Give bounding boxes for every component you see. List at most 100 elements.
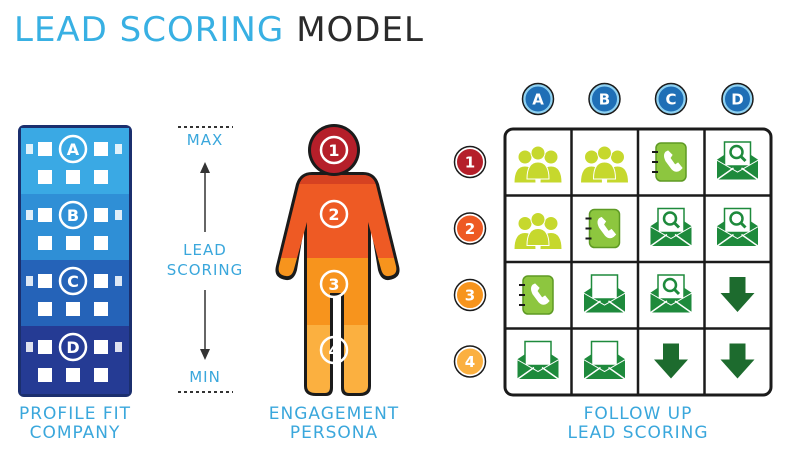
magnifier-handle: [739, 221, 747, 229]
building-grade-badge-b-circle: [58, 200, 88, 230]
building-grade-badge-a: A: [58, 134, 88, 164]
building-window-side: [26, 342, 33, 352]
persona-caption-line2: PERSONA: [289, 423, 379, 443]
persona-level-badge-4-circle: [319, 335, 349, 365]
building-window: [94, 142, 108, 156]
column-badge-b-ring: [588, 82, 621, 116]
magnifier-lens: [729, 144, 744, 160]
grid-cell-4-b: [583, 340, 626, 381]
column-badge-d-label: D: [731, 90, 743, 108]
profile-fit-caption-line2: COMPANY: [29, 423, 121, 443]
building-window-side: [26, 210, 33, 220]
scale-label-line1: LEAD: [183, 241, 227, 259]
grid-cell-3-b: [583, 274, 626, 314]
scale-lead-scoring-label: LEAD SCORING: [150, 240, 260, 280]
building-window-side: [115, 210, 122, 220]
title-model: MODEL: [296, 10, 424, 50]
envelope-fold: [649, 233, 693, 248]
phone-call-icon: [519, 275, 554, 315]
email-search-icon: [649, 274, 693, 314]
building-window: [94, 208, 108, 222]
scale-arrow-up-icon: [200, 162, 210, 173]
scale-max-label: MAX: [186, 131, 224, 149]
follow-up-caption-line1: FOLLOW UP: [583, 404, 693, 424]
column-badge-c-label: C: [665, 90, 676, 108]
envelope-letter: [524, 340, 552, 367]
row-badge-3-label: 3: [465, 286, 475, 304]
email-open-icon: [583, 340, 626, 381]
title-lead-scoring: LEAD SCORING: [14, 10, 285, 50]
grid-cell-1-d: [716, 141, 759, 181]
building-grade-badge-a-label: A: [67, 140, 80, 159]
magnifier-handle: [672, 287, 681, 296]
building-window: [38, 142, 52, 156]
building-grade-badges: A B C D: [58, 134, 88, 362]
row-badge-4: 4: [453, 345, 487, 378]
people-group-icon: [513, 212, 563, 250]
persona-caption-line1: ENGAGEMENT: [268, 404, 400, 424]
building-grade-badge-c-label: C: [67, 272, 79, 291]
people-group-icon: [579, 145, 630, 184]
down-arrow-icon: [654, 343, 688, 379]
building-window-side: [115, 276, 122, 286]
person-head: [517, 149, 533, 165]
phone-handset: [597, 216, 617, 239]
profile-fit-caption: PROFILE FIT COMPANY: [0, 405, 150, 443]
row-badge-2: 2: [453, 212, 487, 245]
building-grade-badge-c: C: [58, 266, 88, 296]
row-badge-1-circle: [455, 147, 485, 177]
column-badge-d-circle: [722, 83, 753, 115]
column-badge-b-label: B: [599, 90, 610, 108]
persona-level-badge-2: 2: [319, 199, 349, 229]
page-title: LEAD SCORING MODEL: [14, 8, 424, 52]
persona-level-badge-4: 4: [319, 335, 349, 365]
column-badge-a: A: [521, 82, 555, 116]
grid-cell-4-d: [720, 343, 755, 379]
profile-fit-building: A B C D: [18, 125, 132, 397]
building-window: [66, 170, 80, 184]
building-grade-badge-d-circle: [58, 332, 88, 362]
building-window: [66, 368, 80, 382]
person-head: [517, 216, 533, 231]
magnifier-lens: [729, 211, 744, 226]
building-window: [38, 274, 52, 288]
envelope-front: [716, 159, 759, 181]
envelope-front: [583, 292, 626, 314]
persona-level-badge-4-label: 4: [328, 341, 339, 360]
envelope-front: [649, 292, 693, 314]
grid-cell-1-b: [579, 145, 630, 184]
column-badge-a-label: A: [532, 90, 544, 108]
column-badges: A B C D: [521, 82, 754, 116]
row-badge-4-circle: [455, 346, 485, 377]
person-head: [597, 145, 612, 161]
building-grade-badge-d: D: [58, 332, 88, 362]
building-window: [66, 236, 80, 250]
persona-level-badge-2-circle: [319, 199, 349, 229]
grid-cell-2-c: [649, 207, 693, 248]
row-badge-3-circle: [455, 280, 485, 310]
building-grade-badge-b: B: [58, 200, 88, 230]
persona-level-badge-1-circle: [319, 135, 349, 165]
email-open-icon: [516, 340, 560, 381]
row-badge-3: 3: [453, 278, 487, 312]
envelope-fold: [583, 366, 626, 381]
grid-cell-2-a: [513, 212, 563, 250]
profile-fit-caption-line1: PROFILE FIT: [18, 404, 132, 424]
column-badge-c-ring: [654, 82, 688, 116]
magnifier-handle: [739, 154, 747, 163]
persona-level-badge-3: 3: [319, 269, 349, 299]
magnifier-handle: [672, 221, 681, 229]
person-body: [526, 161, 550, 180]
persona-level-badge-3-label: 3: [328, 275, 339, 294]
lead-scoring-scale: [178, 126, 233, 393]
column-badge-b: B: [588, 82, 621, 116]
building-grade-badge-c-circle: [58, 266, 88, 296]
phone-call-icon: [652, 142, 687, 182]
phone-call-icon: [585, 208, 621, 249]
envelope-front: [649, 225, 693, 247]
building-window: [94, 236, 108, 250]
follow-up-caption: FOLLOW UP LEAD SCORING: [548, 405, 728, 443]
